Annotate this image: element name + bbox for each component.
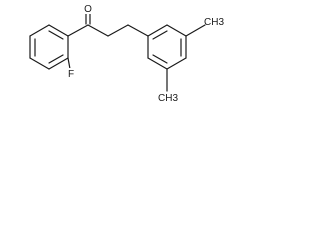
bond [147, 57, 168, 70]
bond [29, 57, 50, 70]
bond-c-f [67, 57, 71, 70]
dimethylphenyl-ring [147, 24, 187, 70]
double-bond-inner [152, 54, 168, 64]
oxygen-label: O [84, 4, 92, 15]
methyl-bottom-label: CH3 [158, 93, 178, 104]
fluorophenyl-ring [29, 24, 69, 70]
bond [147, 24, 168, 37]
bond [107, 24, 129, 37]
methyl-top-label: CH3 [204, 17, 224, 28]
propyl-chain [87, 24, 149, 37]
double-bond-inner [48, 30, 64, 40]
double-bond-inner [152, 30, 168, 40]
bond [166, 57, 187, 70]
carbonyl [67, 11, 91, 37]
bond [166, 24, 187, 37]
bond [29, 24, 50, 37]
bond [127, 24, 149, 37]
bond [48, 24, 69, 37]
fluorine-label: F [68, 69, 74, 80]
atom-labels: O F CH3 CH3 [66, 3, 224, 104]
molecule-structure: O F CH3 CH3 [29, 3, 224, 104]
bond [48, 57, 69, 70]
bond-methyl-top [185, 24, 206, 37]
bond [87, 24, 109, 37]
double-bond-inner [48, 54, 64, 64]
bond [67, 24, 89, 37]
